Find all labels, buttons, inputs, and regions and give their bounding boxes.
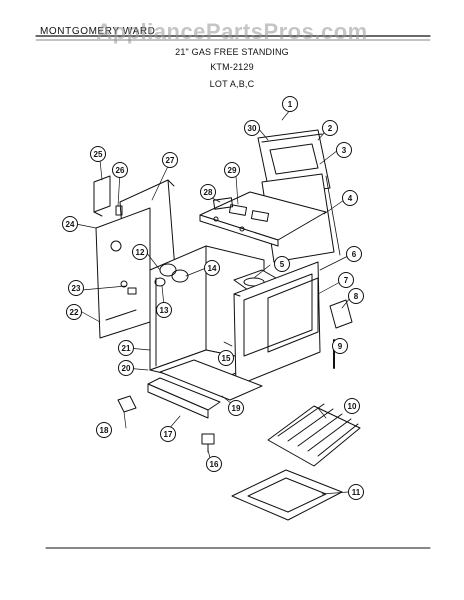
part-outer-side-wall xyxy=(95,207,151,339)
callout-11 xyxy=(348,484,364,500)
callout-label-25: 25 xyxy=(94,150,103,159)
callout-8 xyxy=(348,288,364,304)
part-door-hinge xyxy=(329,299,353,329)
callout-16 xyxy=(206,456,222,472)
callout-label-12: 12 xyxy=(136,248,145,257)
callout-label-23: 23 xyxy=(72,284,81,293)
part-oven-door xyxy=(233,261,321,387)
callout-21 xyxy=(118,340,134,356)
callout-label-14: 14 xyxy=(208,264,217,273)
callout-label-5: 5 xyxy=(280,260,285,269)
lot-code: LOT A,B,C xyxy=(209,79,255,89)
model-number: KTM-2129 xyxy=(210,62,254,72)
callout-label-3: 3 xyxy=(342,146,347,155)
callout-23 xyxy=(68,280,84,296)
callout-15 xyxy=(218,350,234,366)
callout-label-4: 4 xyxy=(348,194,353,203)
callout-7 xyxy=(338,272,354,288)
callout-label-30: 30 xyxy=(248,124,257,133)
callout-29 xyxy=(224,162,240,178)
callout-label-21: 21 xyxy=(122,344,131,353)
callout-label-22: 22 xyxy=(70,308,79,317)
part-broiler-pan xyxy=(231,469,343,521)
callout-label-19: 19 xyxy=(232,404,241,413)
callout-label-24: 24 xyxy=(66,220,75,229)
callout-26 xyxy=(112,162,128,178)
callout-30 xyxy=(244,120,260,136)
callout-12 xyxy=(132,244,148,260)
part-oven-rack xyxy=(267,403,361,467)
callout-10 xyxy=(344,398,360,414)
callout-label-11: 11 xyxy=(352,488,361,497)
callout-label-1: 1 xyxy=(288,100,293,109)
callout-label-2: 2 xyxy=(328,124,333,133)
callout-label-10: 10 xyxy=(348,402,357,411)
leader-lines xyxy=(75,109,351,495)
callout-label-18: 18 xyxy=(100,426,109,435)
brand-name: MONTGOMERY WARD xyxy=(40,26,156,37)
part-drawer-bottom xyxy=(159,359,263,401)
callout-label-15: 15 xyxy=(222,354,231,363)
part-burner xyxy=(213,197,234,210)
part-door-gasket xyxy=(267,277,319,353)
callout-3 xyxy=(336,142,352,158)
callout-17 xyxy=(160,426,176,442)
callout-13 xyxy=(156,302,172,318)
part-leveler xyxy=(117,395,137,413)
callout-label-26: 26 xyxy=(116,166,125,175)
callout-label-13: 13 xyxy=(160,306,169,315)
callout-18 xyxy=(96,422,112,438)
callout-14 xyxy=(204,260,220,276)
callout-19 xyxy=(228,400,244,416)
part-clip xyxy=(115,205,123,216)
callout-24 xyxy=(62,216,78,232)
callout-label-9: 9 xyxy=(338,342,343,351)
callout-20 xyxy=(118,360,134,376)
callout-label-6: 6 xyxy=(352,250,357,259)
callout-25 xyxy=(90,146,106,162)
callout-22 xyxy=(66,304,82,320)
callout-label-8: 8 xyxy=(354,292,359,301)
callout-label-16: 16 xyxy=(210,460,219,469)
callout-label-28: 28 xyxy=(204,188,213,197)
callout-6 xyxy=(346,246,362,262)
part-gas-regulator xyxy=(201,433,215,453)
callout-4 xyxy=(342,190,358,206)
callout-label-27: 27 xyxy=(166,156,175,165)
callout-5 xyxy=(274,256,290,272)
callout-2 xyxy=(322,120,338,136)
part-kick-plate xyxy=(147,377,221,419)
watermark: AppliancePartsPros.com xyxy=(96,19,368,44)
callouts xyxy=(62,96,364,500)
callout-numbers: 1 2 3 4 5 6 7 8 9 10 11 12 13 14 15 16 1… xyxy=(66,100,361,497)
callout-label-20: 20 xyxy=(122,364,131,373)
callout-label-17: 17 xyxy=(164,430,173,439)
callout-1 xyxy=(282,96,298,112)
callout-label-29: 29 xyxy=(228,166,237,175)
product-title: 21" GAS FREE STANDING xyxy=(175,47,289,57)
part-top-panel xyxy=(199,191,327,247)
callout-28 xyxy=(200,184,216,200)
callout-label-7: 7 xyxy=(344,276,349,285)
callout-9 xyxy=(332,338,348,354)
part-bracket xyxy=(93,175,111,217)
callout-27 xyxy=(162,152,178,168)
